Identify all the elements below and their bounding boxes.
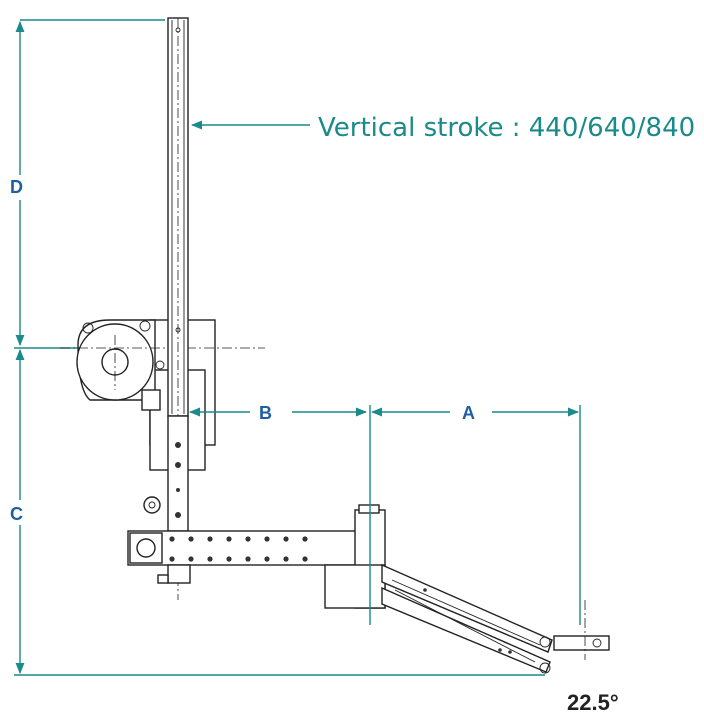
arm-hole — [245, 536, 251, 542]
dimension-d: D — [10, 19, 165, 347]
dim-d-label: D — [10, 177, 23, 197]
arm-hole — [302, 536, 308, 542]
arm-hole — [188, 556, 194, 562]
dimension-a: A — [369, 403, 581, 625]
arm-hole — [169, 556, 175, 562]
arm-hole — [207, 536, 213, 542]
arm-hole — [226, 556, 232, 562]
dim-b-label: B — [259, 403, 272, 423]
motor-housing — [60, 319, 265, 471]
dim-a-label: A — [462, 403, 475, 423]
dimension-c: C — [10, 347, 545, 676]
vertical-column — [167, 17, 189, 600]
dim-c-label: C — [10, 504, 23, 524]
horizontal-arm — [127, 504, 386, 609]
vertical-stroke-callout: Vertical stroke : 440/640/840 — [190, 113, 695, 143]
dimension-b: B — [188, 403, 368, 423]
telescopic-tube — [143, 415, 189, 532]
articulated-arm — [381, 563, 610, 674]
angle-label: 22.5° — [567, 690, 619, 715]
arm-hole — [302, 556, 308, 562]
vertical-stroke-label: Vertical stroke : 440/640/840 — [318, 113, 695, 143]
arm-hole — [283, 556, 289, 562]
arm-hole — [245, 556, 251, 562]
arm-hole — [283, 536, 289, 542]
arm-hole — [226, 536, 232, 542]
arm-hole — [264, 556, 270, 562]
arm-hole — [169, 536, 175, 542]
arm-hole — [188, 536, 194, 542]
arm-hole — [264, 536, 270, 542]
arm-hole — [207, 556, 213, 562]
